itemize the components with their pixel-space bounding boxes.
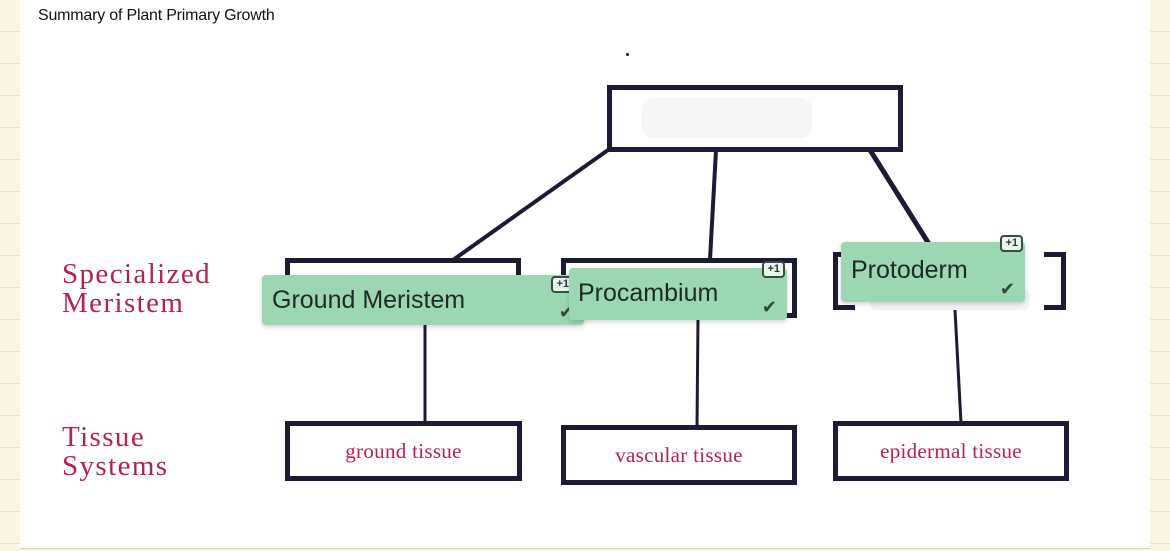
- connector-root-ground: [451, 148, 610, 262]
- answer-chip-label: Protoderm: [851, 256, 968, 284]
- root-answer-box[interactable]: [607, 85, 903, 152]
- connector-root-protoderm: [867, 148, 932, 246]
- connector-lines: [423, 148, 963, 428]
- page-title: Summary of Plant Primary Growth: [38, 7, 275, 24]
- row-label-specialized-meristem: Specialized Meristem: [62, 258, 212, 319]
- points-badge: +1: [762, 261, 785, 278]
- epidermal-tissue-box: epidermal tissue: [833, 421, 1069, 481]
- answer-chip-protoderm[interactable]: Protoderm +1 ✔: [841, 235, 1025, 302]
- points-badge: +1: [1000, 235, 1023, 252]
- stray-dot: [626, 53, 629, 56]
- erased-mark: [642, 98, 812, 138]
- connector-vascular-tissue: [695, 317, 700, 428]
- answer-chip-label: Procambium: [578, 279, 719, 307]
- vascular-tissue-box: vascular tissue: [561, 425, 797, 485]
- check-icon: ✔: [999, 279, 1015, 299]
- ground-tissue-label: ground tissue: [345, 438, 462, 463]
- vascular-tissue-label: vascular tissue: [615, 442, 743, 467]
- answer-chip-ground-meristem[interactable]: Ground Meristem +1 ✔: [262, 275, 584, 325]
- ground-tissue-box: ground tissue: [285, 421, 522, 481]
- answer-chip-procambium[interactable]: Procambium +1 ✔: [569, 261, 787, 320]
- check-icon: ✔: [761, 297, 777, 317]
- connector-root-procambium: [708, 149, 718, 261]
- connector-epidermal-tissue: [953, 309, 963, 424]
- row-label-tissue-systems: Tissue Systems: [62, 421, 169, 482]
- answer-chip-label: Ground Meristem: [272, 286, 466, 314]
- epidermal-tissue-label: epidermal tissue: [880, 438, 1022, 463]
- protoderm-box-right-bracket: [1044, 252, 1066, 310]
- worksheet-card: Summary of Plant Primary Growth Speciali…: [20, 0, 1150, 549]
